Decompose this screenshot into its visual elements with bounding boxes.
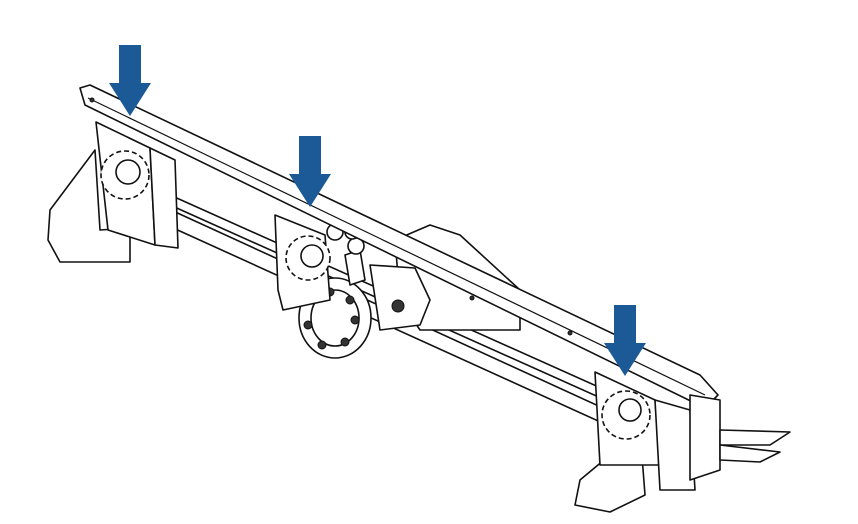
load-arrows [109,45,646,376]
center-sprocket-mount [274,214,331,311]
down-arrow-icon [604,305,646,376]
down-arrow-icon [289,136,331,207]
left-sprocket-mount [47,121,179,263]
down-arrow-icon [109,45,151,116]
right-sprocket-mount [574,371,791,513]
main-beam [79,84,719,409]
